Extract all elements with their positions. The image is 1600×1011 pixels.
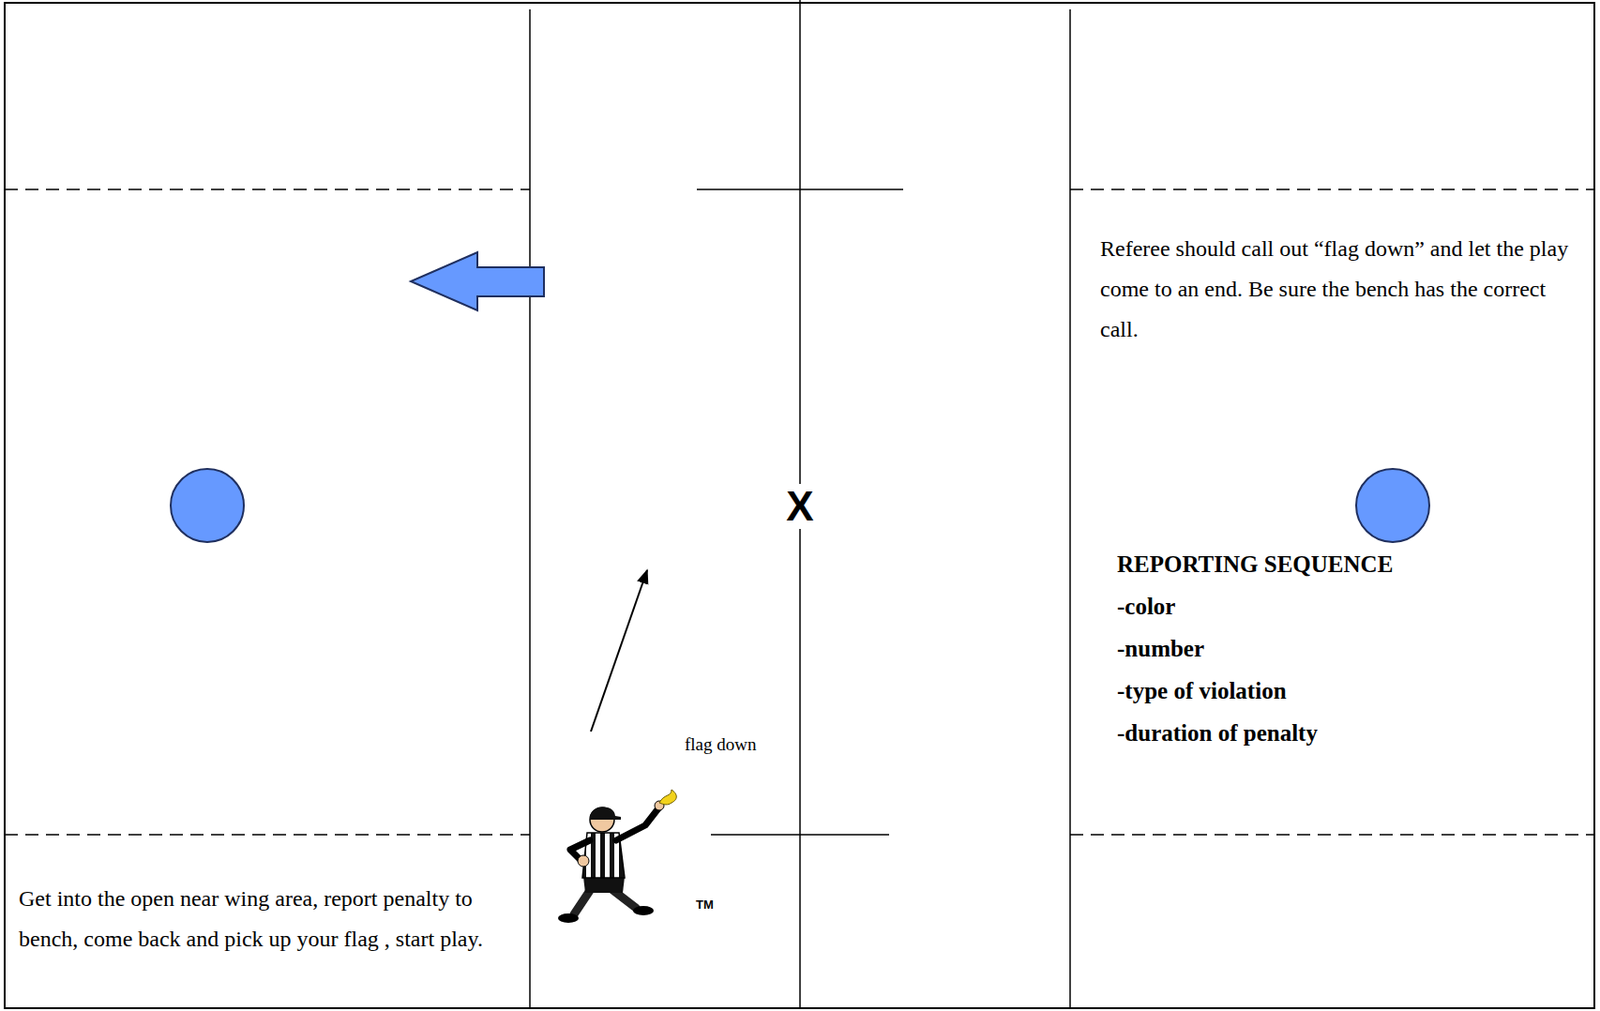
sequence-item: -duration of penalty — [1116, 720, 1318, 747]
call-label: flag down — [682, 735, 759, 755]
referee-fist — [577, 855, 589, 867]
wing-line — [1070, 188, 1595, 191]
play-direction-arrow — [410, 252, 544, 311]
sequence-item: -type of violation — [1116, 678, 1287, 705]
procedure-note: Get into the open near wing area, report… — [18, 878, 521, 960]
wing-line — [4, 833, 530, 836]
sequence-item: -color — [1116, 593, 1176, 620]
center-wing-line — [710, 833, 890, 836]
center-wing-line — [696, 188, 904, 191]
sequence-heading: REPORTING SEQUENCE — [1116, 551, 1393, 578]
referee-shorts — [583, 876, 625, 893]
referee-cap — [589, 806, 621, 820]
faceoff-mark: X — [784, 483, 816, 529]
sequence-item: -number — [1116, 635, 1205, 663]
restraining-line — [1069, 9, 1072, 1009]
trademark: TM — [695, 898, 714, 912]
referee-arm — [616, 808, 659, 841]
goal-crease — [1356, 468, 1430, 543]
referee-note: Referee should call out “flag down” and … — [1100, 228, 1584, 351]
wing-line — [4, 188, 530, 191]
penalty-flag — [659, 789, 677, 805]
referee-figure — [558, 789, 677, 923]
wing-line — [1070, 833, 1595, 836]
movement-arrow — [590, 570, 648, 732]
goal-crease — [170, 468, 244, 543]
referee-shoe — [558, 913, 579, 923]
referee-leg — [573, 889, 591, 915]
restraining-line — [528, 9, 531, 1009]
referee-shoe — [633, 905, 654, 916]
